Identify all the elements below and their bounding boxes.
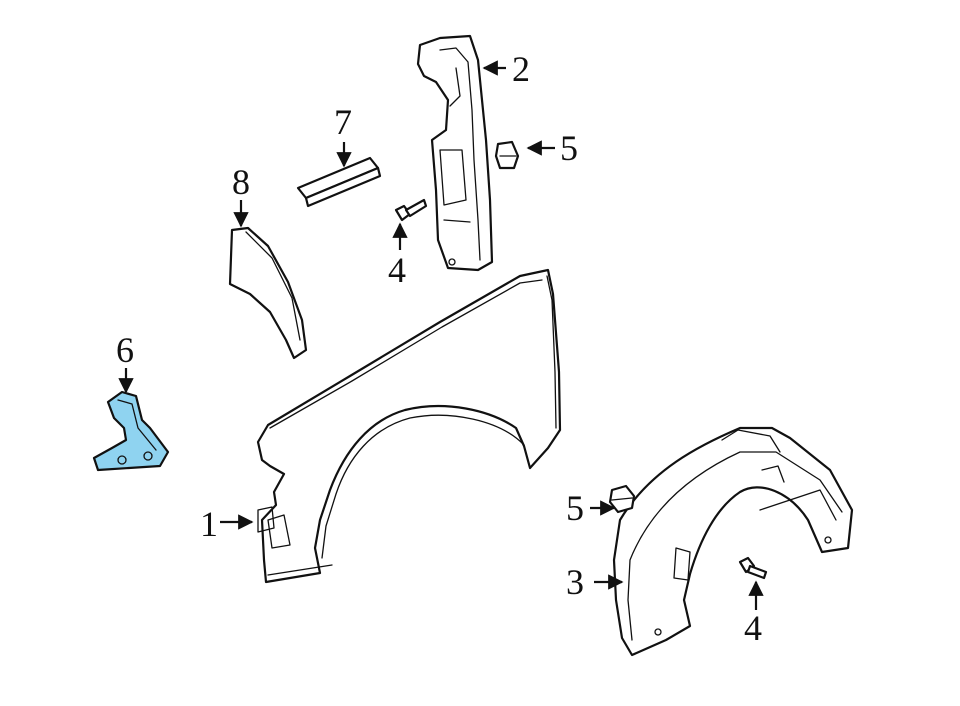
- seal-strip-part: [296, 156, 382, 208]
- bolt-part: [738, 556, 768, 580]
- retainer-clip-part: [494, 140, 520, 170]
- callout-4: 4: [744, 608, 762, 648]
- wheel-well-liner-part: [612, 426, 854, 657]
- fender-part: [256, 268, 562, 584]
- callout-3: 3: [566, 562, 584, 602]
- fender-bracket-part: [92, 390, 170, 472]
- fender-panel-shield-part: [416, 34, 494, 272]
- callout-1: 1: [200, 504, 218, 544]
- bolt-part: [394, 198, 428, 222]
- callout-5: 5: [566, 488, 584, 528]
- callout-2: 2: [512, 49, 530, 89]
- callout-8: 8: [232, 162, 250, 202]
- callout-labels: 1 2 3 4 4 5 5 6 7 8: [116, 49, 762, 648]
- callout-arrows: [118, 60, 764, 610]
- fender-trim-piece-part: [228, 226, 308, 360]
- callout-7: 7: [334, 102, 352, 142]
- callout-6: 6: [116, 330, 134, 370]
- callout-5: 5: [560, 128, 578, 168]
- callout-4: 4: [388, 250, 406, 290]
